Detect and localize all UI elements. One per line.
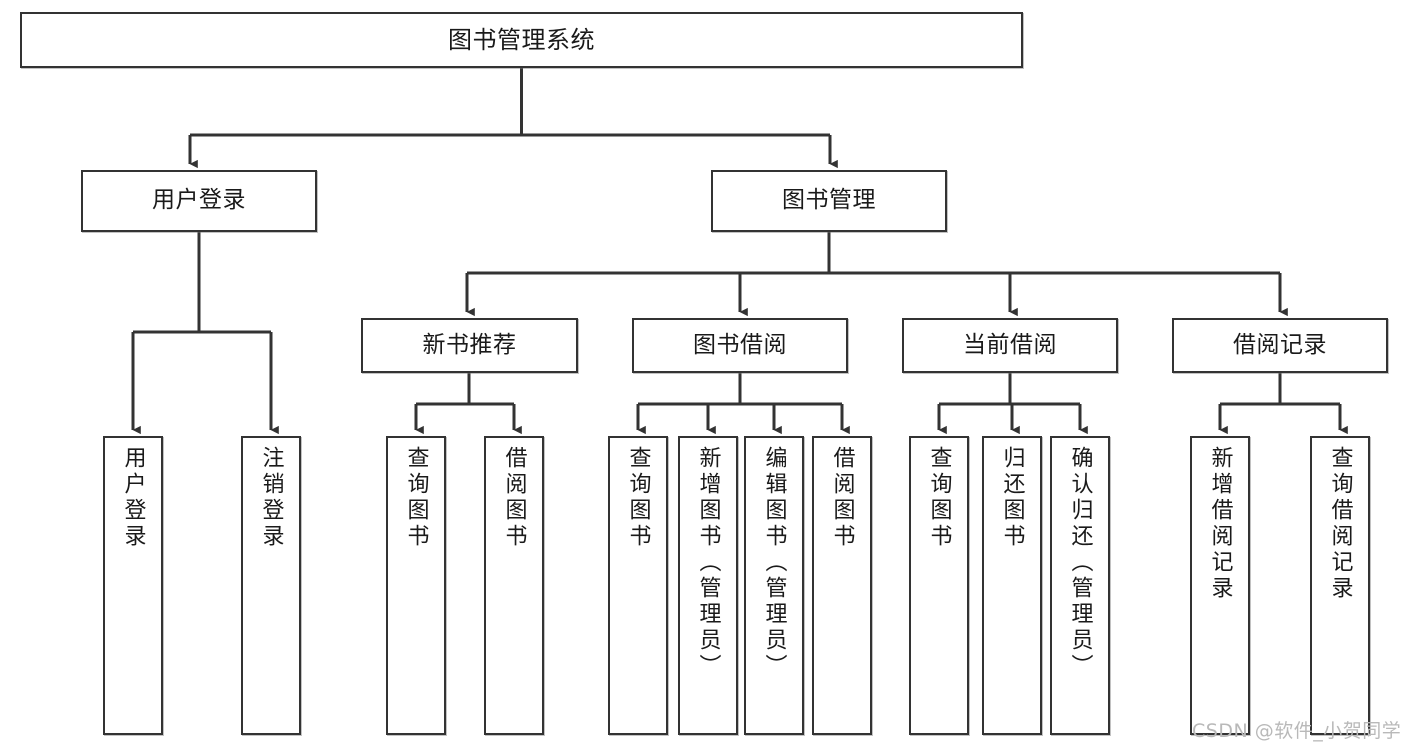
node-leaf-query-book-2[interactable]: 查询图书 xyxy=(608,436,668,735)
node-leaf-borrow-book-1[interactable]: 借阅图书 xyxy=(484,436,544,735)
node-user-login-label: 用户登录 xyxy=(152,187,246,214)
node-leaf-add-record[interactable]: 新增借阅记录 xyxy=(1190,436,1250,735)
node-leaf-add-record-label: 新增借阅记录 xyxy=(1207,446,1233,602)
csdn-watermark: CSDN @软件_小贺同学 xyxy=(1192,716,1401,743)
node-book-manage-label: 图书管理 xyxy=(782,187,876,214)
node-leaf-borrow-book-2[interactable]: 借阅图书 xyxy=(812,436,872,735)
node-leaf-query-book-2-label: 查询图书 xyxy=(625,446,651,550)
node-leaf-user-login[interactable]: 用户登录 xyxy=(103,436,163,735)
node-leaf-user-login-label: 用户登录 xyxy=(120,446,146,550)
node-book-manage[interactable]: 图书管理 xyxy=(711,170,947,232)
node-leaf-borrow-book-1-label: 借阅图书 xyxy=(501,446,527,550)
node-user-login[interactable]: 用户登录 xyxy=(81,170,317,232)
node-current-borrow-label: 当前借阅 xyxy=(963,331,1057,358)
node-leaf-user-logout-label: 注销登录 xyxy=(258,446,284,550)
node-book-borrow[interactable]: 图书借阅 xyxy=(632,318,848,373)
node-leaf-return-book-label: 归还图书 xyxy=(999,446,1025,550)
node-leaf-confirm-return[interactable]: 确认归还（管理员） xyxy=(1050,436,1110,735)
node-leaf-query-book-3-label: 查询图书 xyxy=(926,446,952,550)
node-leaf-return-book[interactable]: 归还图书 xyxy=(982,436,1042,735)
node-new-book-recommend[interactable]: 新书推荐 xyxy=(361,318,578,373)
node-new-book-recommend-label: 新书推荐 xyxy=(422,331,517,358)
node-leaf-query-book-1-label: 查询图书 xyxy=(403,446,429,550)
node-leaf-edit-book-label: 编辑图书（管理员） xyxy=(761,446,787,680)
node-root[interactable]: 图书管理系统 xyxy=(20,12,1023,68)
node-leaf-query-record-label: 查询借阅记录 xyxy=(1327,446,1353,602)
node-borrow-record[interactable]: 借阅记录 xyxy=(1172,318,1388,373)
node-leaf-add-book[interactable]: 新增图书（管理员） xyxy=(678,436,738,735)
node-book-borrow-label: 图书借阅 xyxy=(693,331,787,358)
node-leaf-query-record[interactable]: 查询借阅记录 xyxy=(1310,436,1370,735)
node-root-label: 图书管理系统 xyxy=(448,25,595,54)
node-leaf-confirm-return-label: 确认归还（管理员） xyxy=(1067,446,1093,680)
node-leaf-borrow-book-2-label: 借阅图书 xyxy=(829,446,855,550)
node-leaf-edit-book[interactable]: 编辑图书（管理员） xyxy=(744,436,804,735)
node-leaf-add-book-label: 新增图书（管理员） xyxy=(695,446,721,680)
node-borrow-record-label: 借阅记录 xyxy=(1233,331,1327,358)
node-leaf-user-logout[interactable]: 注销登录 xyxy=(241,436,301,735)
node-leaf-query-book-1[interactable]: 查询图书 xyxy=(386,436,446,735)
csdn-watermark-text: CSDN @软件_小贺同学 xyxy=(1192,720,1402,742)
node-current-borrow[interactable]: 当前借阅 xyxy=(902,318,1118,373)
node-leaf-query-book-3[interactable]: 查询图书 xyxy=(909,436,969,735)
